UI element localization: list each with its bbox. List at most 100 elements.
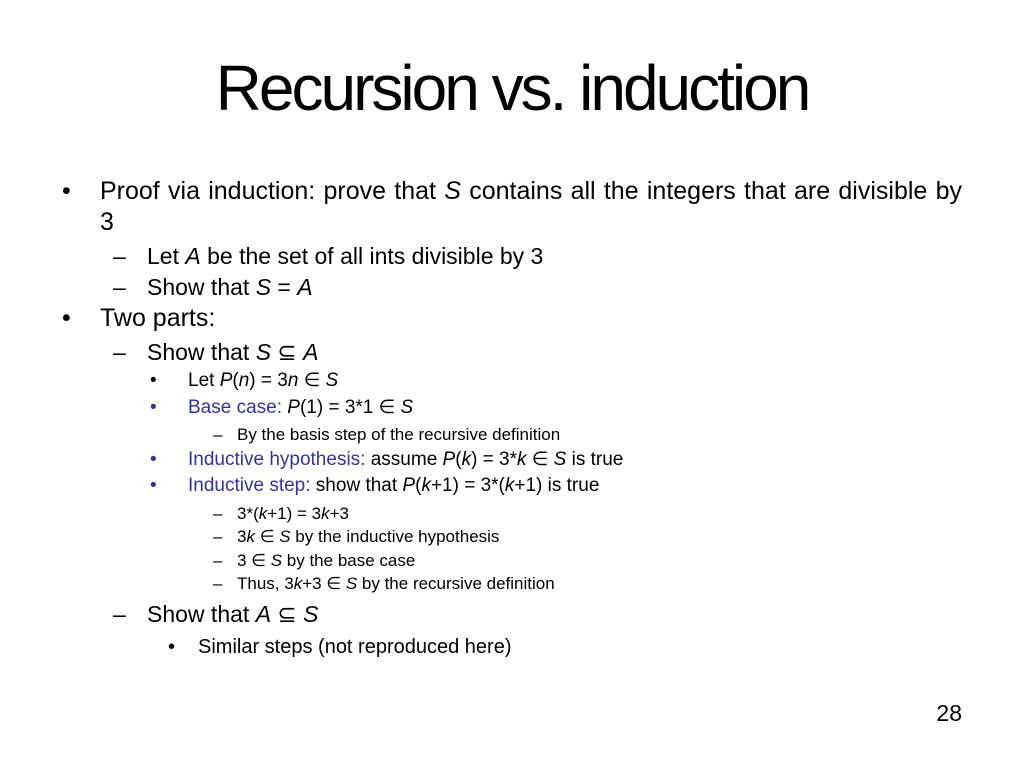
line-text: Let P(n) = 3n ∈ S	[188, 370, 338, 391]
line-text: Base case: P(1) = 3*1 ∈ S	[188, 397, 413, 418]
bullet-marker: •	[62, 304, 71, 332]
dash-marker: –	[213, 574, 223, 593]
outline-line: –3*(k+1) = 3k+3	[0, 502, 1024, 526]
text-segment: Base case:	[188, 396, 282, 418]
text-segment: Show that	[147, 339, 256, 365]
outline-line: –Show that S = A	[0, 272, 1024, 303]
line-text: 3k ∈ S by the inductive hypothesis	[237, 527, 499, 546]
outline-line: • Proof via induction: prove that S conta…	[0, 176, 1024, 238]
text-segment: k	[293, 574, 303, 593]
text-segment: ) = 3	[249, 370, 288, 391]
text-segment: by the inductive hypothesis	[290, 527, 500, 546]
text-segment: k	[258, 503, 268, 523]
line-text: Similar steps (not reproduced here)	[198, 636, 511, 658]
text-segment: S	[255, 274, 272, 300]
text-segment: assume	[365, 448, 443, 470]
text-segment: is true	[566, 448, 624, 470]
text-segment: k	[504, 475, 515, 496]
text-segment: S	[345, 574, 358, 593]
outline-line: –Let A be the set of all ints divisible …	[0, 241, 1024, 272]
line-text: Inductive hypothesis: assume P(k) = 3*k …	[188, 449, 623, 470]
text-segment: S	[400, 396, 414, 418]
bullet-marker: •	[150, 448, 157, 470]
text-segment: +1) = 3	[267, 503, 322, 523]
text-segment: Thus, 3	[237, 574, 294, 593]
text-segment: show that	[310, 475, 403, 496]
text-segment: Show that	[147, 274, 256, 300]
text-segment: By the basis step of the recursive defin…	[237, 425, 561, 444]
text-segment: ⊆	[271, 339, 304, 365]
text-segment: S	[279, 527, 291, 546]
text-segment: ∈	[298, 370, 326, 391]
text-segment: Inductive step:	[188, 475, 311, 496]
text-segment: (	[415, 475, 422, 496]
dash-marker: –	[213, 503, 223, 523]
text-segment: S	[444, 177, 461, 205]
outline-line: –Thus, 3k+3 ∈ S by the recursive definit…	[0, 572, 1024, 596]
bullet-marker: •	[150, 475, 157, 496]
line-text: Show that S = A	[147, 274, 313, 300]
slide-body: • Proof via induction: prove that S conta…	[0, 176, 1024, 661]
outline-line: • Similar steps (not reproduced here)	[0, 634, 1024, 661]
line-text: 3*(k+1) = 3k+3	[237, 504, 349, 523]
text-segment: +1) is true	[514, 475, 600, 496]
dash-marker: –	[113, 600, 126, 627]
text-segment: ∈	[254, 527, 280, 546]
text-segment: P	[402, 475, 416, 496]
bullet-marker: •	[168, 635, 176, 658]
text-segment: by the recursive definition	[357, 574, 555, 593]
page-number: 28	[936, 700, 962, 726]
text-segment: k	[461, 448, 472, 470]
outline-line: –3 ∈ S by the base case	[0, 549, 1024, 573]
text-segment: 3	[237, 527, 247, 546]
line-text: Proof via induction: prove that S contai…	[100, 176, 962, 238]
line-text: 3 ∈ S by the base case	[237, 551, 415, 570]
text-segment: A	[297, 274, 313, 300]
text-segment: Proof via induction: prove that	[100, 177, 445, 205]
text-segment: S	[270, 550, 283, 570]
text-segment: ⊆	[271, 600, 304, 627]
text-segment: Show that	[147, 600, 256, 627]
outline-line: • Let P(n) = 3n ∈ S	[0, 368, 1024, 395]
bullet-marker: •	[62, 177, 71, 205]
text-segment: Let	[188, 370, 220, 391]
text-segment: A	[255, 600, 272, 627]
text-segment: Inductive hypothesis:	[188, 448, 366, 470]
outline-line: •Inductive step: show that P(k+1) = 3*(k…	[0, 473, 1024, 500]
outline-line: –3k ∈ S by the inductive hypothesis	[0, 525, 1024, 549]
text-segment: Similar steps (not reproduced here)	[198, 635, 512, 658]
text-segment: +3 ∈	[302, 574, 346, 593]
text-segment: n	[238, 370, 250, 391]
text-segment: S	[325, 370, 339, 391]
line-text: Let A be the set of all ints divisible b…	[147, 243, 543, 269]
text-segment: ∈	[526, 448, 554, 470]
outline-line: • Base case: P(1) = 3*1 ∈ S	[0, 395, 1024, 422]
text-segment: A	[185, 243, 201, 269]
text-segment: S	[255, 339, 272, 365]
dash-marker: –	[113, 274, 126, 300]
dash-marker: –	[113, 339, 126, 365]
text-segment: ) = 3*	[471, 448, 518, 470]
text-segment: S	[303, 600, 319, 627]
text-segment: +1) = 3*(	[430, 475, 505, 496]
text-segment: 3 ∈	[237, 550, 271, 570]
text-segment: n	[287, 370, 299, 391]
bullet-marker: •	[150, 370, 157, 391]
text-segment: 3*(	[237, 503, 259, 523]
text-segment: Let	[147, 243, 186, 269]
line-text: Thus, 3k+3 ∈ S by the recursive definiti…	[237, 574, 555, 593]
text-segment: S	[553, 448, 567, 470]
dash-marker: –	[113, 243, 126, 269]
text-segment: A	[303, 339, 319, 365]
text-segment: k	[517, 448, 527, 470]
outline-line: –By the basis step of the recursive defi…	[0, 423, 1024, 447]
text-segment: (	[455, 448, 462, 470]
text-segment: P	[287, 396, 300, 418]
bullet-marker: •	[150, 396, 157, 418]
line-text: Show that S ⊆ A	[147, 339, 318, 365]
dash-marker: –	[213, 527, 223, 546]
text-segment: (	[232, 370, 239, 391]
outline-line: •Two parts:	[0, 303, 1024, 334]
outline-line: –Show that A ⊆ S	[0, 599, 1024, 630]
